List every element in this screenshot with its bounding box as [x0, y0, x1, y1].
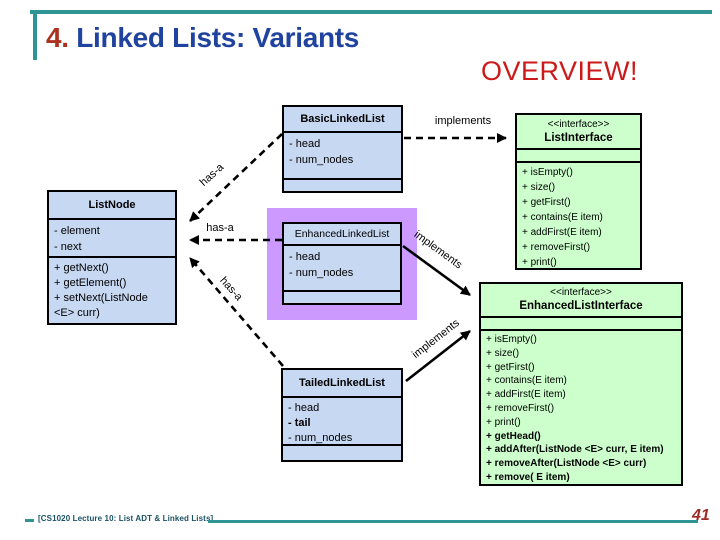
class-box-basic-linked-list: BasicLinkedList - head- num_nodes	[282, 105, 403, 193]
class-methods: + getNext()+ getElement()+ setNext(ListN…	[54, 262, 148, 319]
interface-stereotype: <<interface>>	[550, 287, 612, 298]
class-title: ListNode	[49, 192, 175, 220]
interface-title: EnhancedListInterface	[519, 300, 643, 312]
hasa-label: has-a	[217, 274, 245, 304]
interface-title: ListInterface	[544, 131, 613, 144]
class-attributes: - head- tail- num_nodes	[283, 398, 401, 446]
class-attributes: - head- num_nodes	[284, 246, 400, 292]
class-empty-methods-section	[284, 292, 400, 303]
class-title: EnhancedLinkedList	[284, 224, 400, 246]
interface-title-section: <<interface>> ListInterface	[517, 115, 640, 150]
class-attributes: - element- next	[49, 220, 175, 258]
interface-title-section: <<interface>> EnhancedListInterface	[481, 284, 681, 318]
top-accent-line	[30, 10, 712, 14]
interface-box-list-interface: <<interface>> ListInterface + isEmpty()+…	[515, 113, 642, 270]
class-box-enhanced-linked-list: EnhancedLinkedList - head- num_nodes	[282, 222, 402, 305]
class-title: TailedLinkedList	[283, 370, 401, 398]
interface-stereotype: <<interface>>	[547, 118, 610, 130]
interface-methods: + isEmpty()+ size()+ getFirst()+ contain…	[522, 167, 603, 268]
hasa-label: has-a	[197, 161, 227, 189]
left-accent-line	[33, 10, 37, 60]
interface-box-enhanced-list-interface: <<interface>> EnhancedListInterface + is…	[479, 282, 683, 486]
page-title: 4. Linked Lists: Variants	[46, 22, 359, 54]
footer-lecture-label: [CS1020 Lecture 10: List ADT & Linked Li…	[38, 514, 214, 523]
interface-methods: + isEmpty()+ size()+ getFirst()+ contain…	[486, 334, 664, 483]
class-empty-methods-section	[283, 446, 401, 460]
class-title: BasicLinkedList	[284, 107, 401, 133]
implements-label: implements	[434, 115, 492, 127]
class-attributes: - head- num_nodes	[284, 133, 401, 180]
interface-empty-attributes-section	[517, 150, 640, 163]
footer-bullet	[25, 519, 34, 522]
page-title-number: 4.	[46, 22, 69, 53]
class-box-list-node: ListNode - element- next + getNext()+ ge…	[47, 190, 177, 325]
implements-label: implements	[410, 316, 462, 362]
class-empty-methods-section	[284, 180, 401, 191]
hasa-label: has-a	[206, 222, 234, 234]
page-title-text: Linked Lists: Variants	[68, 22, 360, 53]
footer-accent-line	[208, 520, 698, 523]
class-box-tailed-linked-list: TailedLinkedList - head- tail- num_nodes	[281, 368, 403, 462]
overview-callout: OVERVIEW!	[481, 56, 639, 86]
page-number: 41	[692, 507, 710, 524]
interface-empty-attributes-section	[481, 318, 681, 331]
